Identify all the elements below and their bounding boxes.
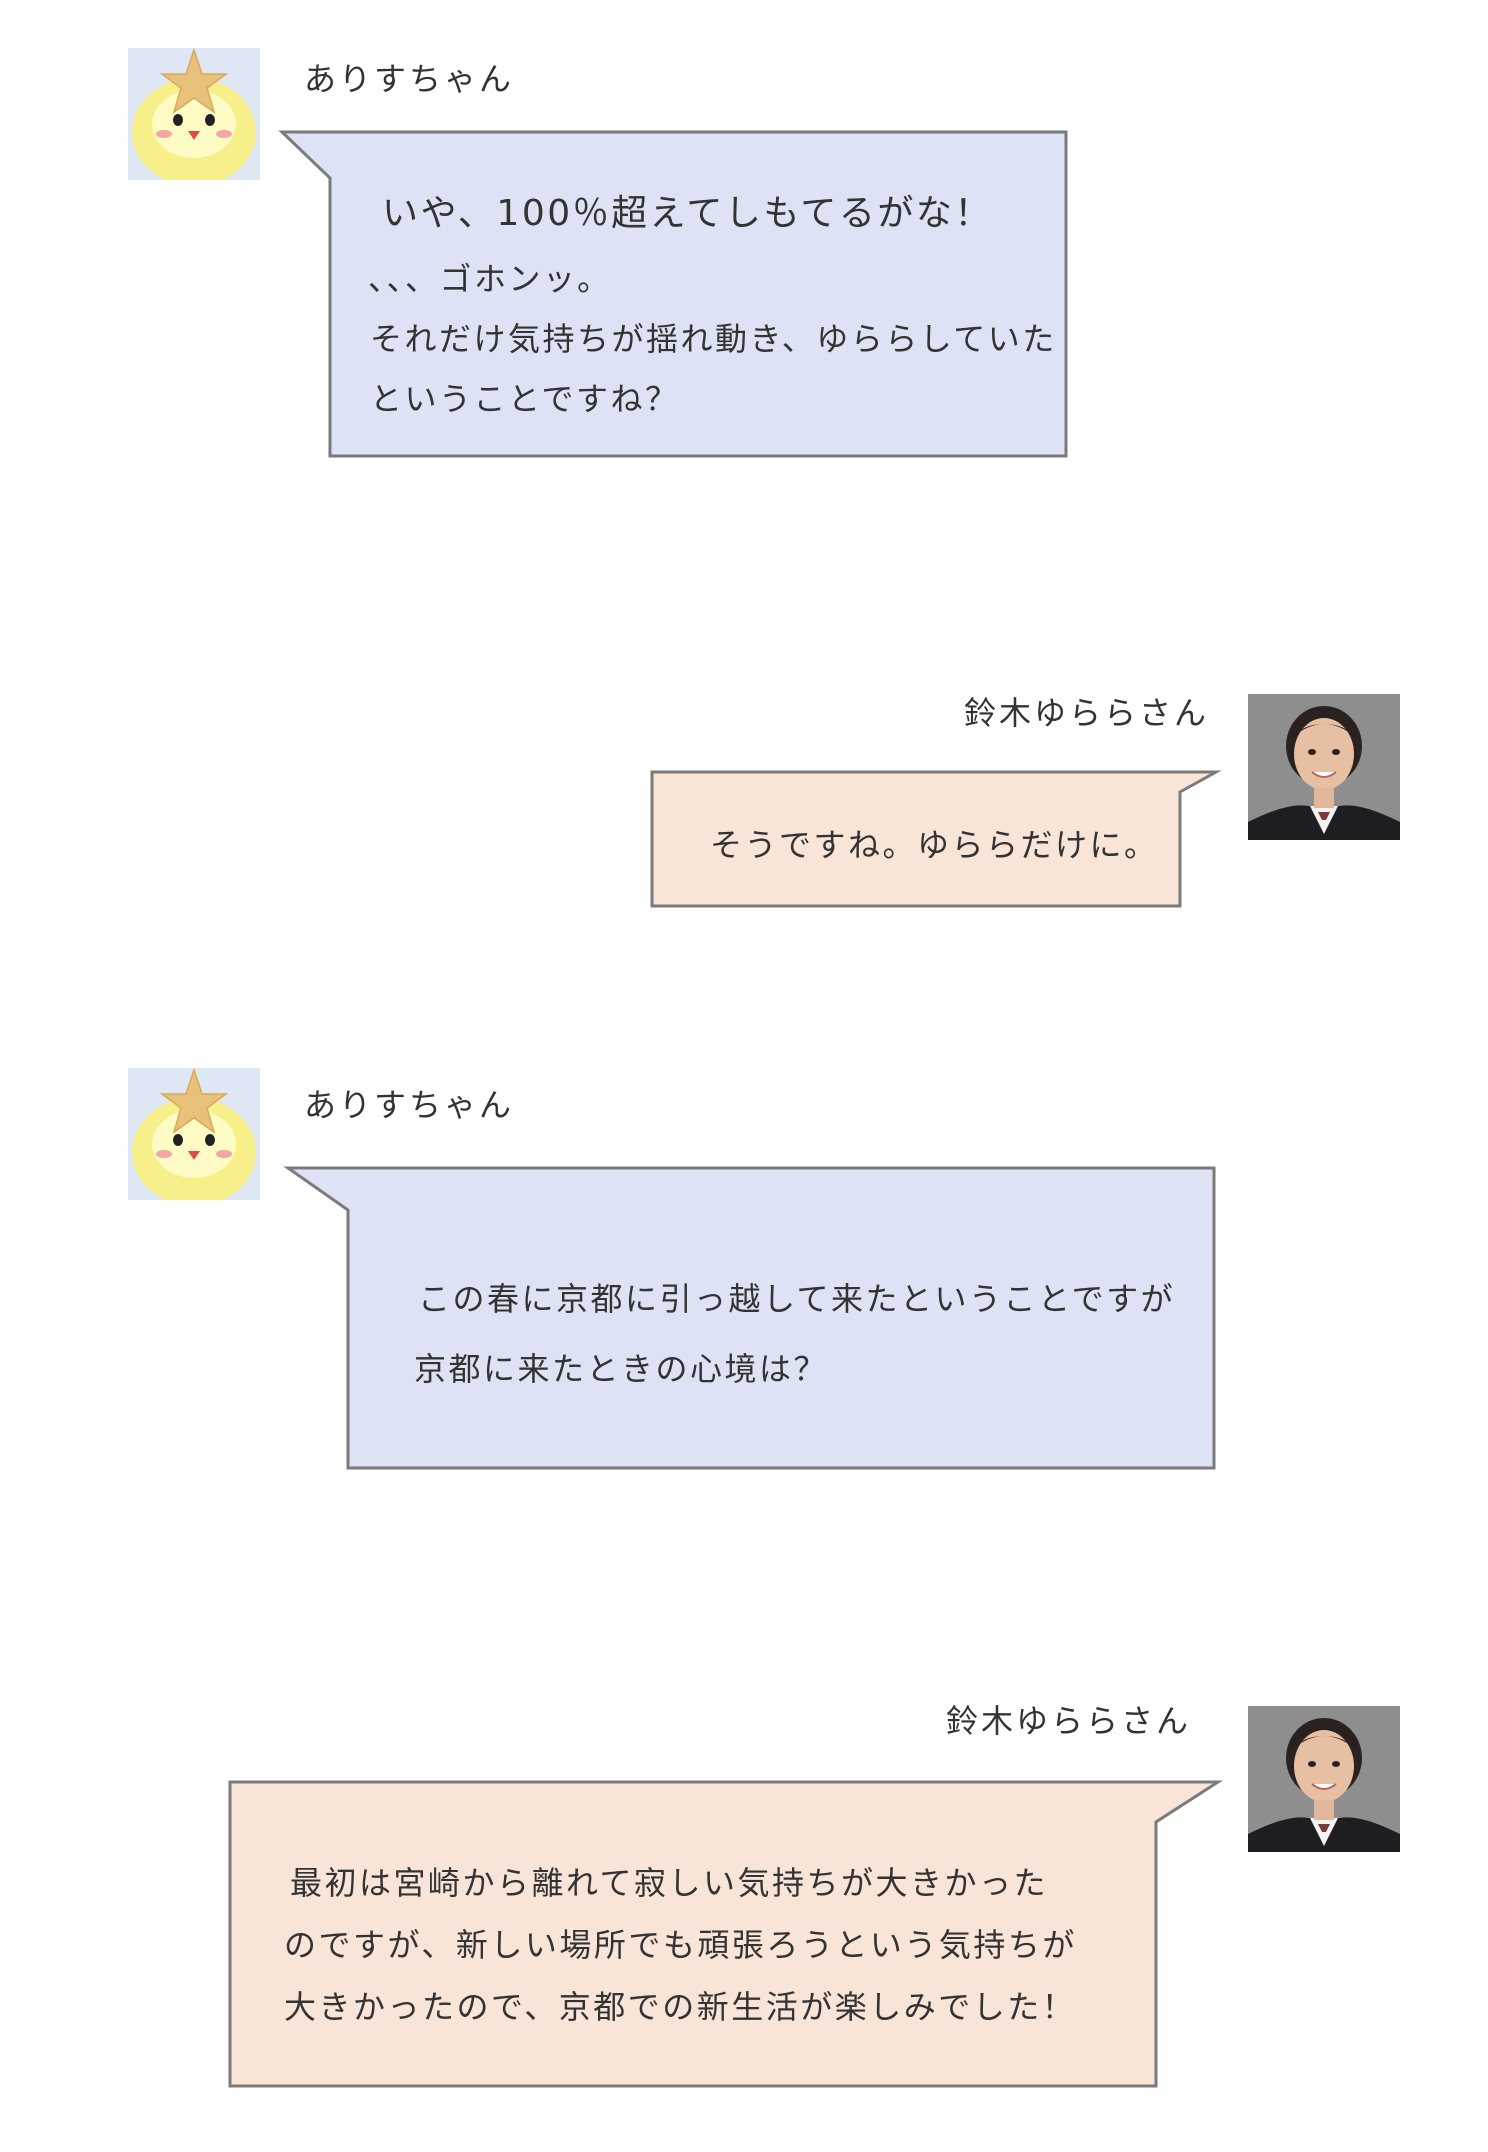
speech-bubble: 最初は宮崎から離れて寂しい気持ちが大きかった のですが、新しい場所でも頑張ろうと… (226, 1778, 1224, 2090)
message-text: そうですね。ゆららだけに。 (710, 826, 1159, 864)
speaker-name: 鈴木ゆららさん (946, 1702, 1192, 1740)
message-text: この春に京都に引っ越して来たということですが (418, 1280, 1176, 1318)
message-text: 大きかったので、京都での新生活が楽しみでした！ (284, 1988, 1077, 2026)
message-text: 最初は宮崎から離れて寂しい気持ちが大きかった (290, 1864, 1049, 1902)
message-text: 、、、ゴホンッ。 (368, 260, 612, 298)
portrait-photo (1248, 1706, 1400, 1852)
chick-avatar-icon (128, 1068, 260, 1200)
chick-avatar-icon (128, 48, 260, 180)
speech-bubble: そうですね。ゆららだけに。 (648, 766, 1222, 912)
speech-bubble: いや、100％超えてしもてるがな！ 、、、ゴホンッ。 それだけ気持ちが揺れ動き、… (278, 130, 1070, 460)
message-text: のですが、新しい場所でも頑張ろうという気持ちが (284, 1926, 1077, 1964)
message-text: いや、100％超えてしもてるがな！ (382, 193, 993, 234)
message-text: ということですね？ (370, 380, 680, 418)
speech-bubble: この春に京都に引っ越して来たということですが 京都に来たときの心境は？ (283, 1166, 1220, 1474)
message-text: それだけ気持ちが揺れ動き、ゆららしていた (370, 320, 1057, 358)
speaker-name: ありすちゃん (304, 60, 515, 98)
portrait-photo (1248, 694, 1400, 840)
speaker-name: 鈴木ゆららさん (964, 694, 1210, 732)
speaker-name: ありすちゃん (304, 1086, 515, 1124)
message-text: 京都に来たときの心境は？ (414, 1350, 829, 1388)
